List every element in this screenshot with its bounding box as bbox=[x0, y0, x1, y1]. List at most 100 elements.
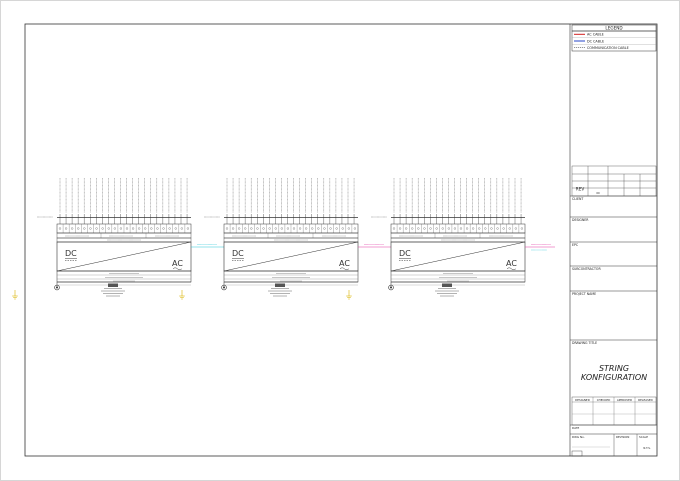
mppt-terminal bbox=[417, 227, 420, 230]
mppt-terminal bbox=[411, 227, 414, 230]
mppt-terminal bbox=[156, 227, 159, 230]
legend-title: LEGEND bbox=[605, 26, 622, 31]
sign-header-approved: APPROVED bbox=[617, 398, 632, 402]
drawing-title-line1: STRING bbox=[599, 364, 629, 373]
mppt-terminal bbox=[101, 227, 104, 230]
inverter-diagonal bbox=[56, 241, 192, 272]
inverter-ac-label: AC bbox=[339, 259, 350, 268]
mppt-terminal bbox=[274, 227, 277, 230]
mppt-terminal bbox=[347, 227, 350, 230]
mppt-terminal bbox=[132, 227, 135, 230]
inverter-id-box bbox=[275, 283, 285, 287]
sign-header-checked: CHECKED bbox=[597, 398, 611, 402]
mppt-terminal bbox=[305, 227, 308, 230]
mppt-terminal bbox=[107, 227, 110, 230]
mppt-terminal bbox=[58, 227, 62, 230]
mppt-terminal bbox=[174, 227, 177, 230]
mppt-terminal bbox=[262, 227, 265, 230]
mppt-terminal bbox=[256, 227, 259, 230]
designer-label: DESIGNER bbox=[572, 218, 589, 222]
drawing-title-label: DRAWING TITLE bbox=[572, 341, 597, 345]
mppt-terminal bbox=[150, 227, 153, 230]
mppt-terminal bbox=[405, 227, 408, 230]
inverter-group: DC AC bbox=[179, 178, 391, 300]
mppt-terminal bbox=[95, 227, 98, 230]
mppt-terminal bbox=[250, 227, 253, 230]
mppt-terminal bbox=[490, 227, 493, 230]
rev-code: REV bbox=[576, 187, 585, 192]
mppt-terminal bbox=[502, 227, 505, 230]
sign-header-designed: DESIGNED bbox=[575, 398, 590, 402]
sign-header-released: RELEASED bbox=[638, 398, 653, 402]
rev-value: 00 bbox=[596, 191, 600, 195]
drawing-frame bbox=[24, 23, 658, 457]
mppt-terminal bbox=[89, 227, 92, 230]
mppt-terminal bbox=[335, 227, 338, 230]
mppt-terminal bbox=[317, 227, 320, 230]
ac-symbol-wave bbox=[506, 267, 516, 271]
mppt-terminal bbox=[268, 227, 271, 230]
legend-ac-label: AC CABLE bbox=[587, 33, 604, 37]
mppt-terminal bbox=[429, 227, 432, 230]
ground-terminal-dot bbox=[56, 286, 58, 289]
mppt-terminal bbox=[71, 227, 74, 230]
scale-label: SCALE bbox=[639, 435, 648, 439]
mppt-terminal bbox=[162, 227, 165, 230]
mppt-terminal bbox=[508, 227, 511, 230]
mppt-terminal bbox=[238, 227, 241, 230]
mppt-terminal bbox=[514, 227, 517, 230]
mppt-terminal bbox=[341, 227, 344, 230]
legend: LEGEND AC CABLE DC CABLE COMMUNICATION C… bbox=[571, 24, 657, 52]
mppt-terminal bbox=[138, 227, 141, 230]
subcontractor-label: SUBCONTRACTOR bbox=[572, 267, 601, 271]
mppt-terminal bbox=[299, 227, 302, 230]
mppt-terminal bbox=[180, 227, 183, 230]
legend-dc-label: DC CABLE bbox=[587, 39, 604, 43]
mppt-terminal bbox=[472, 227, 475, 230]
legend-items-box bbox=[571, 30, 657, 52]
mppt-terminal bbox=[286, 227, 289, 230]
mppt-terminal bbox=[441, 227, 444, 230]
mppt-terminal bbox=[280, 227, 283, 230]
inverter-id-box bbox=[442, 283, 452, 287]
mppt-terminal bbox=[232, 227, 235, 230]
ground-terminal-dot bbox=[223, 286, 225, 289]
date-label: DATE bbox=[572, 426, 580, 430]
inverter-dc-label: DC bbox=[232, 249, 244, 258]
mppt-terminal bbox=[168, 227, 171, 230]
mppt-terminal bbox=[466, 227, 469, 230]
mppt-terminal bbox=[119, 227, 122, 230]
legend-comm-label: COMMUNICATION CABLE bbox=[587, 46, 629, 50]
inverter-ac-label: AC bbox=[172, 259, 183, 268]
inverter-diagonal bbox=[390, 241, 526, 272]
inverter-ac-label: AC bbox=[506, 259, 517, 268]
inverter-diagonal bbox=[223, 241, 359, 272]
mppt-terminal bbox=[496, 227, 499, 230]
mppt-terminal bbox=[459, 227, 463, 230]
mppt-terminal bbox=[77, 227, 80, 230]
mppt-terminal bbox=[225, 227, 229, 230]
mppt-terminal bbox=[323, 227, 326, 230]
mppt-terminal bbox=[186, 227, 189, 230]
client-label: CLIENT bbox=[572, 197, 583, 201]
mppt-terminal bbox=[113, 227, 116, 230]
mppt-terminal bbox=[125, 227, 129, 230]
dwg-no-label: DWG No. bbox=[572, 435, 585, 439]
mppt-terminal bbox=[484, 227, 487, 230]
ac-symbol-wave bbox=[339, 267, 349, 271]
drawing-title-line2: KONFIGURATION bbox=[581, 373, 647, 382]
ground-terminal-dot bbox=[390, 286, 392, 289]
inverter-id-box bbox=[108, 283, 118, 287]
mppt-terminal bbox=[329, 227, 332, 230]
epc-label: EPC bbox=[572, 243, 579, 247]
project-name-label: PROJECT NAME bbox=[572, 292, 596, 296]
mppt-terminal bbox=[144, 227, 147, 230]
mppt-terminal bbox=[353, 227, 356, 230]
title-block: CLIENT DESIGNER EPC SUBCONTRACTOR PROJEC… bbox=[570, 195, 657, 457]
mppt-terminal bbox=[435, 227, 438, 230]
revision-label: REVISION bbox=[616, 435, 629, 439]
